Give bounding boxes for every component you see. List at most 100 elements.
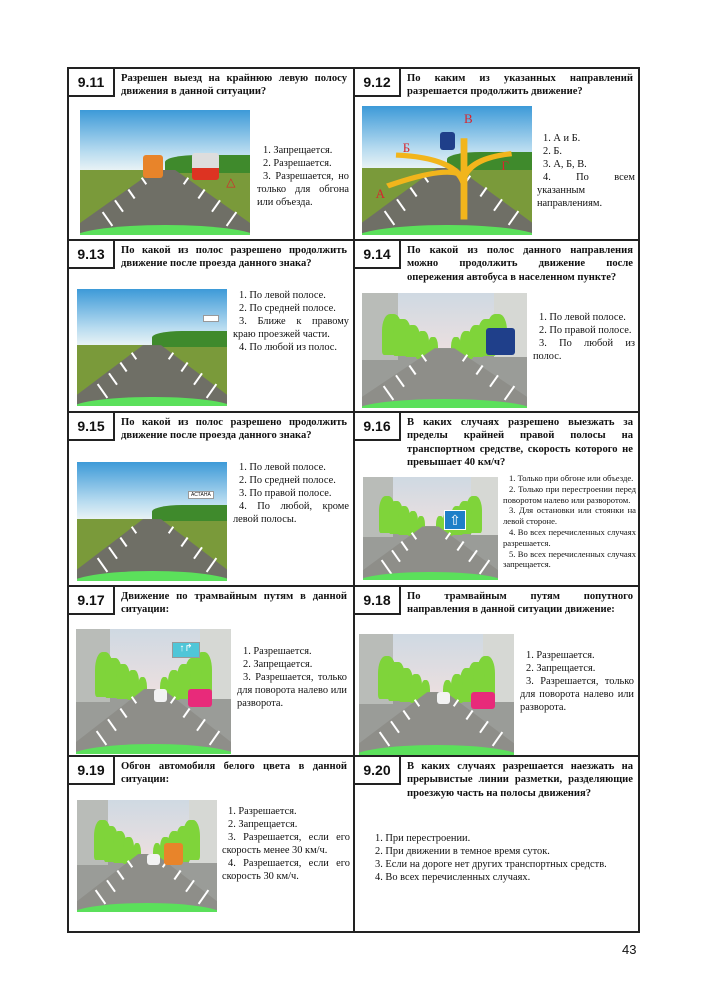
row-divider — [67, 239, 640, 241]
tree — [113, 831, 126, 863]
question-image: АСТАНА — [77, 462, 227, 581]
tree — [123, 836, 134, 864]
pink-car — [187, 689, 213, 707]
question-number: 9.16 — [355, 413, 401, 441]
answer-list: 1. Разрешается.2. Запрещается.3. Разреша… — [520, 649, 634, 714]
question-text: По какой из полос данного направления мо… — [407, 245, 633, 283]
answer-option: 4. По всем указанным направлениям. — [537, 172, 635, 209]
answer-option: 2. Разрешается. — [263, 158, 332, 169]
answer-option: 3. По любой из полос. — [533, 338, 635, 362]
tree — [407, 510, 418, 536]
answer-option: 2. Запрещается. — [243, 659, 313, 670]
answer-option: 1. А и Б. — [543, 133, 581, 144]
tree-line — [152, 331, 227, 348]
tree — [127, 670, 139, 701]
answer-list: 1. Разрешается.2. Запрещается.3. Разреша… — [222, 805, 350, 883]
answer-option: 3. Разрешается, если его скорость менее … — [222, 832, 350, 856]
answer-option: 3. Если на дороге нет других транспортны… — [375, 859, 607, 870]
answer-list: 1. Разрешается.2. Запрещается.3. Разреша… — [237, 645, 347, 710]
question-number: 9.14 — [355, 241, 401, 269]
answer-option: 2. По средней полосе. — [239, 475, 336, 486]
row-divider — [67, 411, 640, 413]
row-divider — [67, 585, 640, 587]
answer-option: 3. Разрешается, но только для обгона или… — [257, 171, 349, 208]
tree-line — [152, 504, 227, 522]
answer-option: 1. Запрещается. — [263, 145, 333, 156]
direction-label: А — [375, 185, 385, 201]
answer-option: 1. По левой полосе. — [239, 290, 326, 301]
page-number: 43 — [622, 942, 637, 957]
car-hood — [76, 744, 231, 754]
lane-direction-sign: ↑↱ — [172, 641, 201, 658]
car-hood — [362, 398, 527, 408]
warning-triangle-icon: △ — [226, 175, 236, 189]
answer-list: 1. По левой полосе. 2. По правой полосе. 3… — [533, 311, 635, 363]
question-image: ↑↱ — [76, 629, 231, 754]
question-image — [77, 289, 227, 406]
answer-option: 4. По любой, кроме левой полосы. — [233, 501, 349, 525]
one-way-sign: ⇧ — [444, 509, 466, 530]
answer-option: 2. При движении в темное время суток. — [375, 846, 550, 857]
question-text: По трамвайным путям попутного направлени… — [407, 591, 633, 616]
direction-arrows — [386, 138, 513, 220]
tree — [152, 842, 161, 865]
answer-option: 4. Во всех перечисленных случаях. — [375, 872, 531, 883]
bus — [485, 327, 516, 356]
answer-option: 1. По левой полосе. — [539, 312, 626, 323]
answer-list: 1. Запрещается. 2. Разрешается. 3. Разреша… — [257, 144, 349, 209]
question-number: 9.19 — [69, 757, 115, 785]
white-car — [153, 689, 168, 702]
tree — [428, 336, 438, 360]
answer-option: 1. Разрешается. — [243, 646, 312, 657]
question-text: Обгон автомобиля белого цвета в данной с… — [121, 761, 347, 786]
answer-option: 1. При перестроении. — [375, 833, 471, 844]
answer-list: 1. Только при обгоне или объезде.2. Толь… — [503, 473, 636, 570]
bus — [440, 131, 456, 150]
car-hood — [77, 903, 217, 912]
answer-option: 3. По правой полосе. — [239, 488, 332, 499]
city-end-sign — [203, 314, 219, 322]
question-number: 9.17 — [69, 587, 115, 615]
car-hood — [362, 224, 532, 235]
direction-label: Г — [501, 157, 509, 173]
answer-option: 1. По левой полосе. — [239, 462, 326, 473]
row-divider — [67, 755, 640, 757]
answer-option: 2. По правой полосе. — [539, 325, 632, 336]
truck — [163, 842, 184, 865]
car-hood — [77, 396, 227, 406]
question-image: △ — [80, 110, 250, 235]
direction-label: Б — [402, 139, 411, 155]
question-text: По какой из полос разрешено продолжить д… — [121, 245, 347, 270]
tree — [168, 670, 180, 701]
question-text: По какой из полос разрешено продолжить д… — [121, 417, 347, 442]
car-hood — [80, 225, 250, 235]
pink-car — [470, 692, 496, 710]
tree — [442, 679, 452, 705]
car-hood — [363, 571, 498, 580]
tree — [404, 325, 420, 358]
tree — [133, 842, 142, 865]
answer-option: 4. Во всех перечисленных случаях разреша… — [503, 526, 636, 548]
white-car — [436, 692, 451, 705]
tree — [398, 505, 411, 535]
answer-option: 4. Разрешается, если его скорость 30 км/… — [222, 858, 350, 882]
tree — [460, 330, 473, 359]
answer-option: 1. Только при обгоне или объезде. — [509, 473, 634, 483]
answer-option: 2. Запрещается. — [526, 663, 596, 674]
tree — [435, 516, 444, 537]
answer-option: 2. Запрещается. — [228, 819, 298, 830]
answer-option: 2. Б. — [543, 146, 562, 157]
question-text: Разрешен выезд на крайнюю левую полосу д… — [121, 73, 347, 98]
question-text: В каких случаях разрешено выезжать за пр… — [407, 417, 633, 469]
tree — [459, 667, 474, 702]
tree — [176, 664, 191, 699]
question-number: 9.13 — [69, 241, 115, 269]
question-text: Движение по трамвайным путям в данной си… — [121, 591, 347, 616]
answer-option: 3. А, Б, В. — [543, 159, 587, 170]
car-hood — [359, 745, 514, 755]
tree — [451, 336, 461, 360]
